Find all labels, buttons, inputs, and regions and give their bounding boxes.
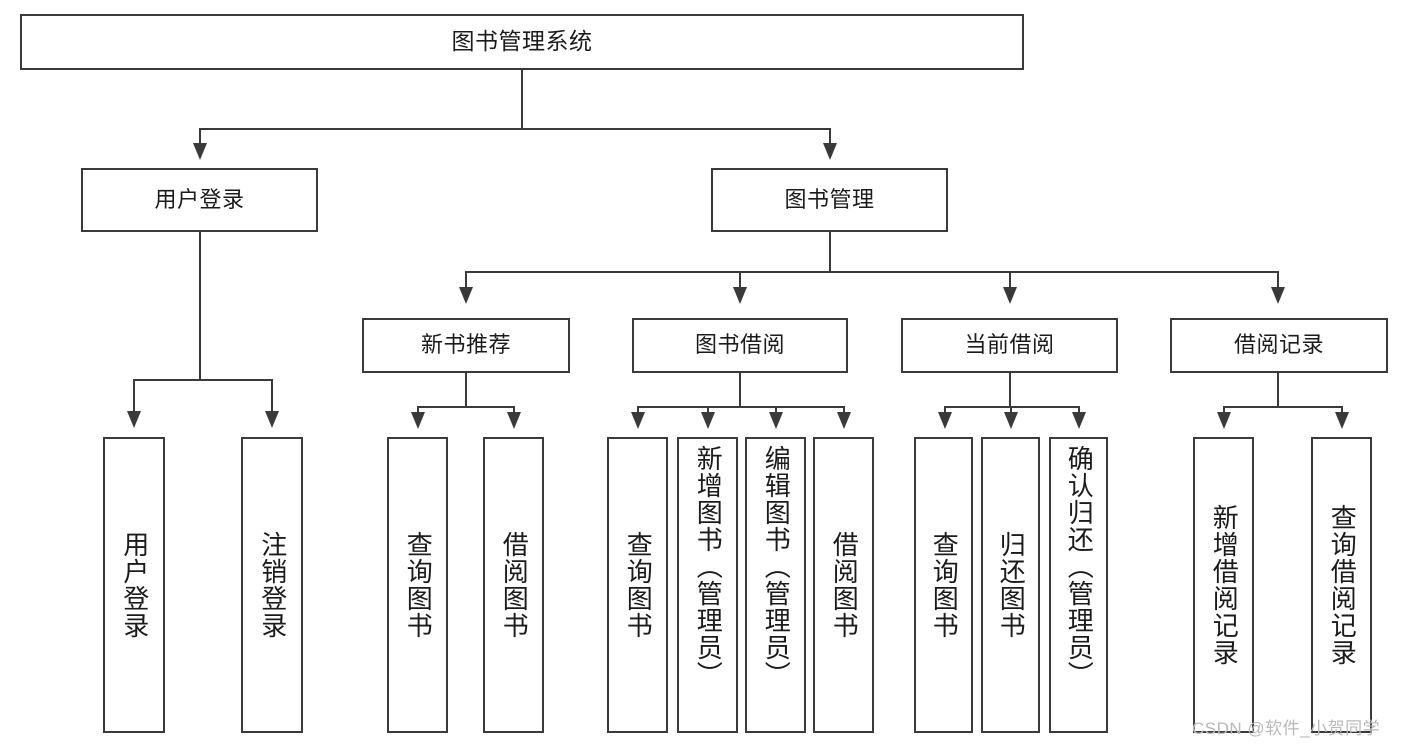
edge-user-login-stem — [199, 232, 201, 380]
arrow-to-nbr-leaf-1 — [411, 412, 425, 429]
edge-user-login-drop-2 — [271, 379, 273, 411]
edge-book-management-stem — [829, 232, 831, 272]
arrow-to-leaf-user-login — [127, 411, 141, 428]
arrow-to-leaf-logout — [265, 411, 279, 428]
node-root-system[interactable]: 图书管理系统 — [20, 14, 1024, 70]
arrow-to-bb-leaf-3 — [769, 412, 783, 429]
node-label: 查询图书 — [929, 531, 960, 639]
arrow-to-current-borrow — [1003, 287, 1017, 304]
edge-br-drop-1 — [1223, 406, 1225, 412]
edge-root-drop-right — [829, 128, 831, 143]
edge-bb-drop-2 — [707, 406, 709, 412]
node-label: 用户登录 — [154, 186, 245, 212]
node-label: 查询图书 — [403, 531, 434, 639]
node-label: 当前借阅 — [964, 332, 1055, 358]
arrow-to-cb-leaf-3 — [1072, 412, 1086, 429]
leaf-cb-confirm-return[interactable]: 确认归还（管理员） — [1049, 437, 1108, 733]
leaf-bb-borrow-book[interactable]: 借阅图书 — [813, 437, 874, 733]
arrow-to-cb-leaf-2 — [1004, 412, 1018, 429]
edge-cb-drop-1 — [944, 406, 946, 412]
node-book-borrow[interactable]: 图书借阅 — [632, 318, 848, 373]
edge-br-drop-2 — [1341, 406, 1343, 412]
edge-bb-drop-1 — [637, 406, 639, 412]
watermark-csdn: CSDN @软件_小贺同学 — [1192, 719, 1381, 738]
node-label: 借阅图书 — [499, 531, 530, 639]
leaf-br-add-record[interactable]: 新增借阅记录 — [1193, 437, 1254, 733]
edge-book-management-bus — [465, 271, 1277, 273]
node-label: 图书管理系统 — [451, 28, 593, 55]
edge-root-bus — [199, 128, 831, 130]
node-label: 新增借阅记录 — [1209, 504, 1240, 666]
arrow-to-cb-leaf-1 — [938, 412, 952, 429]
edge-nbr-drop-2 — [513, 406, 515, 412]
edge-user-login-bus — [133, 379, 271, 381]
edge-cb-stem — [1009, 373, 1011, 407]
arrow-to-bb-leaf-4 — [837, 412, 851, 429]
node-label: 借阅记录 — [1233, 332, 1324, 358]
edge-l3-drop-1 — [465, 271, 467, 287]
leaf-nbr-query-book[interactable]: 查询图书 — [387, 437, 448, 733]
node-label: 归还图书 — [996, 531, 1027, 639]
leaf-user-login[interactable]: 用户登录 — [103, 437, 165, 733]
leaf-br-query-record[interactable]: 查询借阅记录 — [1311, 437, 1372, 733]
node-label: 确认归还（管理员） — [1064, 445, 1095, 688]
leaf-logout[interactable]: 注销登录 — [241, 437, 303, 733]
edge-root-stem — [521, 70, 523, 129]
node-label: 借阅图书 — [829, 531, 860, 639]
arrow-to-bb-leaf-2 — [701, 412, 715, 429]
edge-bb-stem — [739, 373, 741, 407]
arrow-to-user-login — [193, 143, 207, 160]
node-label: 图书管理 — [784, 186, 875, 212]
arrow-to-bb-leaf-1 — [631, 412, 645, 429]
arrow-to-book-borrow — [733, 287, 747, 304]
edge-nbr-bus — [417, 406, 513, 408]
edge-bb-drop-4 — [843, 406, 845, 412]
node-current-borrow[interactable]: 当前借阅 — [901, 318, 1118, 373]
edge-l3-drop-3 — [1009, 271, 1011, 287]
node-label: 新书推荐 — [420, 332, 511, 358]
node-label: 查询借阅记录 — [1327, 504, 1358, 666]
edge-cb-drop-3 — [1078, 406, 1080, 412]
edge-nbr-drop-1 — [417, 406, 419, 412]
node-user-login[interactable]: 用户登录 — [81, 168, 318, 232]
leaf-cb-return-book[interactable]: 归还图书 — [981, 437, 1040, 733]
edge-bb-drop-3 — [775, 406, 777, 412]
arrow-to-nbr-leaf-2 — [507, 412, 521, 429]
edge-br-stem — [1277, 373, 1279, 407]
leaf-bb-query-book[interactable]: 查询图书 — [607, 437, 668, 733]
leaf-cb-query-book[interactable]: 查询图书 — [914, 437, 973, 733]
node-label: 编辑图书（管理员） — [761, 445, 792, 688]
edge-user-login-drop-1 — [133, 379, 135, 411]
arrow-to-book-manage — [823, 143, 837, 160]
leaf-bb-edit-book[interactable]: 编辑图书（管理员） — [745, 437, 806, 733]
node-label: 用户登录 — [119, 531, 150, 639]
edge-l3-drop-4 — [1277, 271, 1279, 287]
node-label: 新增图书（管理员） — [693, 445, 724, 688]
arrow-to-br-leaf-1 — [1217, 412, 1231, 429]
leaf-bb-add-book[interactable]: 新增图书（管理员） — [677, 437, 738, 733]
arrow-to-new-book-recommend — [459, 287, 473, 304]
edge-bb-bus — [637, 406, 844, 408]
edge-nbr-stem — [465, 373, 467, 407]
edge-root-drop-left — [199, 128, 201, 143]
node-book-management[interactable]: 图书管理 — [711, 168, 948, 232]
arrow-to-borrow-records — [1271, 287, 1285, 304]
node-label: 图书借阅 — [694, 332, 785, 358]
node-borrow-records[interactable]: 借阅记录 — [1170, 318, 1388, 373]
edge-l3-drop-2 — [739, 271, 741, 287]
leaf-nbr-borrow-book[interactable]: 借阅图书 — [483, 437, 544, 733]
edge-cb-drop-2 — [1010, 406, 1012, 412]
edge-br-bus — [1223, 406, 1342, 408]
node-label: 查询图书 — [623, 531, 654, 639]
arrow-to-br-leaf-2 — [1335, 412, 1349, 429]
node-label: 注销登录 — [257, 531, 288, 639]
node-new-book-recommend[interactable]: 新书推荐 — [362, 318, 570, 373]
